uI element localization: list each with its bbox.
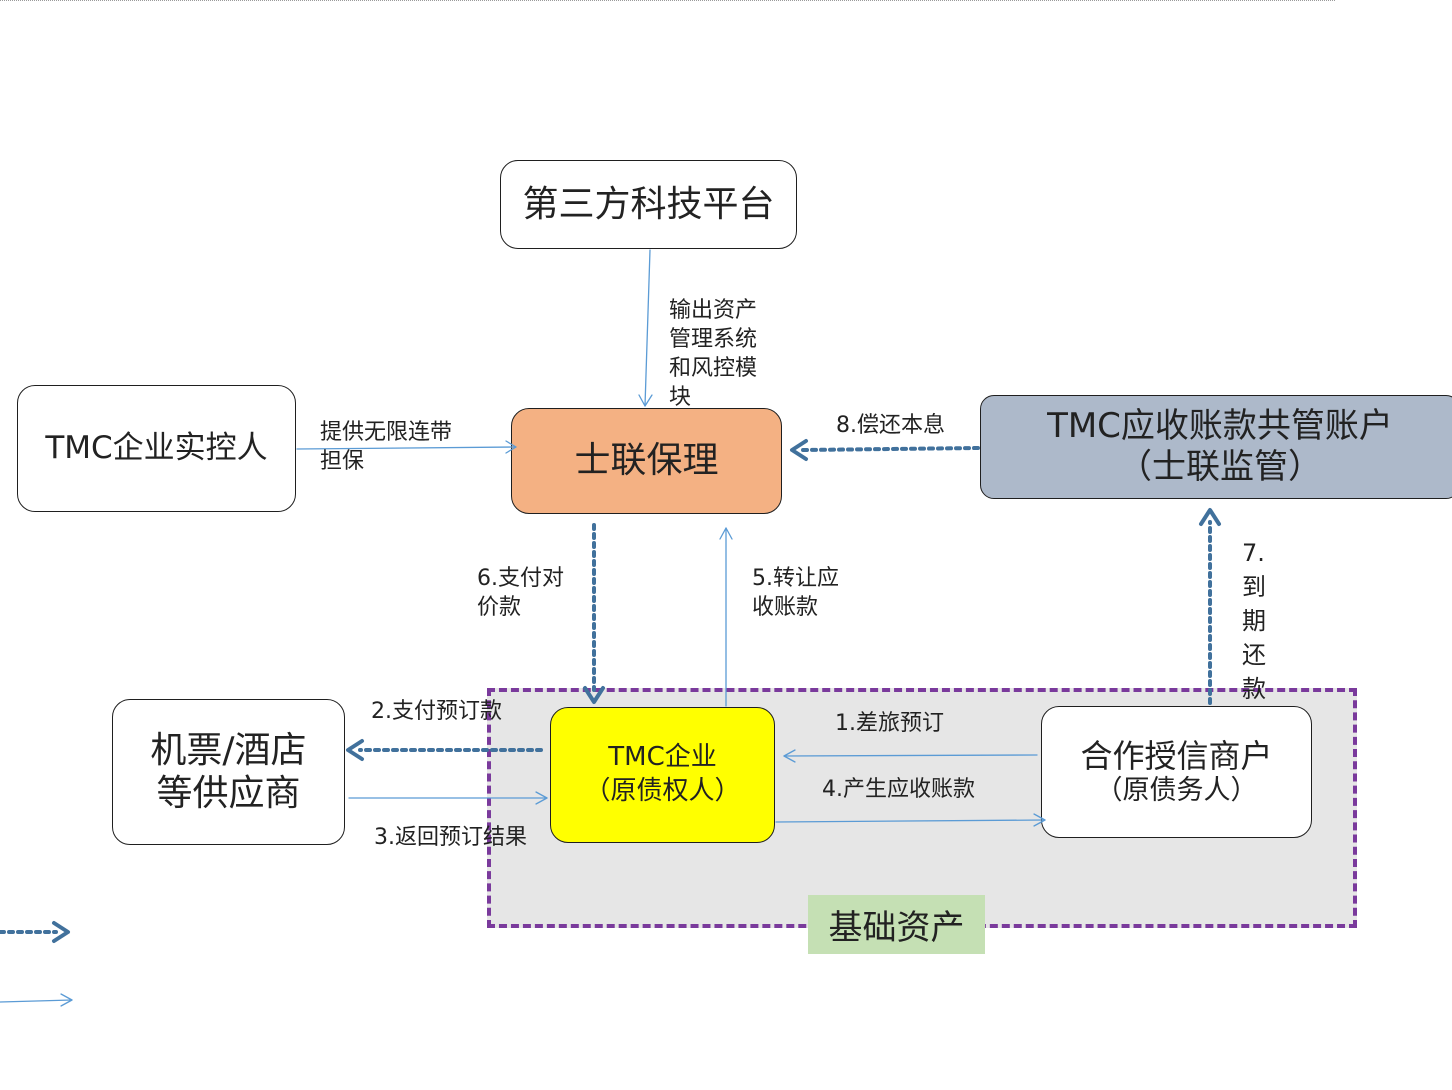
arrow-repay: [801, 446, 980, 452]
arrow-travel-booking-head: [783, 749, 796, 763]
underlying-asset-label: 基础资产: [808, 895, 985, 954]
arrow-guarantee: [296, 446, 517, 450]
label-guarantee: 提供无限连带 担保: [320, 420, 453, 474]
node-third-party-platform[interactable]: 第三方科技平台: [500, 160, 797, 249]
node-partner-merchant-line2: （原债务人）: [1095, 775, 1258, 806]
arrow-generate-receivable-head: [1033, 813, 1046, 827]
label-due-repay: 7. 到 期 还 款: [1242, 539, 1266, 703]
node-tmc-enterprise-line1: TMC企业: [608, 742, 717, 773]
label-generate-receivable: 4.产生应收账款: [822, 777, 975, 802]
arrow-pay-consideration-head: [583, 686, 605, 704]
node-tmc-controller[interactable]: TMC企业实控人: [17, 385, 296, 512]
arrow-guarantee-head: [505, 440, 517, 454]
node-receivable-account-line2: （士联监管）: [1118, 447, 1322, 487]
node-receivable-account[interactable]: TMC应收账款共管账户 （士联监管）: [980, 395, 1452, 499]
arrow-repay-head: [790, 439, 808, 461]
arrow-transfer-receivable-head: [719, 527, 733, 540]
node-third-party-platform-label: 第三方科技平台: [522, 183, 775, 225]
label-return-result: 3.返回预订结果: [374, 825, 527, 850]
node-tmc-enterprise-line2: （原债权人）: [584, 776, 741, 806]
arrow-travel-booking: [783, 754, 1038, 757]
legend-info-flow-line: [0, 999, 73, 1003]
node-shilian-factoring[interactable]: 士联保理: [511, 408, 782, 514]
label-pay-consideration: 6.支付对 价款: [477, 566, 564, 620]
legend-money-flow-head: [52, 921, 70, 943]
top-dotted-rule: [0, 0, 1335, 1]
label-repay: 8.偿还本息: [836, 413, 945, 438]
node-supplier-line1: 机票/酒店: [150, 729, 307, 771]
node-supplier[interactable]: 机票/酒店 等供应商: [112, 699, 345, 845]
arrow-pay-booking-head: [346, 739, 364, 761]
arrow-platform-to-factoring: [644, 249, 651, 407]
legend-info-flow-head: [60, 993, 73, 1007]
label-transfer-receivable: 5.转让应 收账款: [752, 566, 839, 620]
node-partner-merchant-line1: 合作授信商户: [1080, 736, 1273, 775]
arrow-platform-to-factoring-head: [638, 394, 653, 407]
node-supplier-line2: 等供应商: [156, 773, 301, 814]
arrow-return-result-head: [535, 791, 548, 805]
label-pay-booking: 2.支付预订款: [371, 699, 502, 724]
label-platform-to-factoring: 输出资产 管理系统 和风控模 块: [669, 298, 758, 410]
node-tmc-controller-label: TMC企业实控人: [45, 429, 268, 466]
arrow-due-repay-head: [1199, 508, 1221, 526]
arrow-generate-receivable: [775, 819, 1046, 823]
node-tmc-enterprise[interactable]: TMC企业 （原债权人）: [550, 707, 775, 843]
node-partner-merchant[interactable]: 合作授信商户 （原债务人）: [1041, 706, 1312, 838]
label-travel-booking: 1.差旅预订: [835, 711, 944, 736]
node-shilian-factoring-label: 士联保理: [574, 440, 719, 482]
node-receivable-account-line1: TMC应收账款共管账户: [1047, 406, 1393, 447]
